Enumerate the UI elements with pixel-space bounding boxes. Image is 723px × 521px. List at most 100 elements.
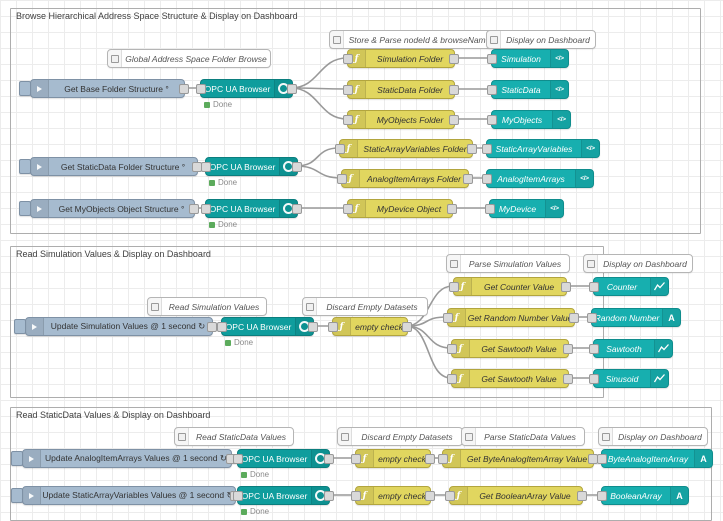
wire[interactable] [295, 165, 342, 179]
input-port[interactable] [587, 313, 597, 323]
input-port[interactable] [337, 174, 347, 184]
wire[interactable] [290, 57, 348, 89]
inject-node[interactable]: Update StaticArrayVariables Values @ 1 s… [11, 486, 240, 505]
input-port[interactable] [449, 282, 459, 292]
inject-button[interactable] [14, 319, 26, 334]
wire[interactable] [295, 147, 340, 167]
comment-node[interactable]: Global Address Space Folder Browse [107, 49, 271, 68]
wire[interactable] [405, 325, 452, 379]
output-port[interactable] [425, 491, 435, 501]
inject-node[interactable]: Get MyObjects Object Structure ° [19, 199, 199, 218]
ui-node[interactable]: MyObjects</> [487, 110, 571, 129]
output-port[interactable] [561, 282, 571, 292]
comment-node[interactable]: Parse Simulation Values [446, 254, 570, 273]
inject-button[interactable] [11, 451, 23, 466]
output-port[interactable] [577, 491, 587, 501]
flow-group[interactable]: Browse Hierarchical Address Space Struct… [10, 8, 701, 234]
input-port[interactable] [196, 84, 206, 94]
output-port[interactable] [308, 322, 318, 332]
input-port[interactable] [597, 454, 607, 464]
comment-node[interactable]: Store & Parse nodeId & browseName [329, 30, 496, 49]
wire[interactable] [290, 87, 348, 120]
ui-node[interactable]: Sawtooth [589, 339, 673, 358]
input-port[interactable] [589, 374, 599, 384]
output-port[interactable] [292, 162, 302, 172]
input-port[interactable] [328, 322, 338, 332]
output-port[interactable] [324, 491, 334, 501]
comment-node[interactable]: Display on Dashboard [583, 254, 693, 273]
ui-node[interactable]: MyDevice</> [485, 199, 564, 218]
input-port[interactable] [351, 454, 361, 464]
comment-node[interactable]: Read Simulation Values [147, 297, 267, 316]
input-port[interactable] [233, 454, 243, 464]
ui-node[interactable]: Counter [589, 277, 669, 296]
output-port[interactable] [189, 204, 199, 214]
output-port[interactable] [447, 204, 457, 214]
input-port[interactable] [438, 454, 448, 464]
output-port[interactable] [463, 174, 473, 184]
output-port[interactable] [563, 344, 573, 354]
output-port[interactable] [449, 54, 459, 64]
input-port[interactable] [487, 54, 497, 64]
ui-node[interactable]: StaticArrayVariables</> [482, 139, 600, 158]
comment-node[interactable]: Discard Empty Datasets [337, 427, 463, 446]
input-port[interactable] [447, 374, 457, 384]
output-port[interactable] [569, 313, 579, 323]
input-port[interactable] [482, 174, 492, 184]
output-port[interactable] [449, 115, 459, 125]
input-port[interactable] [201, 162, 211, 172]
inject-node[interactable]: Update Simulation Values @ 1 second ↻ [14, 317, 217, 336]
output-port[interactable] [467, 144, 477, 154]
output-port[interactable] [287, 84, 297, 94]
output-port[interactable] [179, 84, 189, 94]
output-port[interactable] [402, 322, 412, 332]
inject-node[interactable]: Get Base Folder Structure ° [19, 79, 189, 98]
inject-button[interactable] [19, 159, 31, 174]
comment-node[interactable]: Display on Dashboard [486, 30, 596, 49]
comment-node[interactable]: Display on Dashboard [598, 427, 708, 446]
input-port[interactable] [482, 144, 492, 154]
output-port[interactable] [563, 374, 573, 384]
ui-node[interactable]: Simulation</> [487, 49, 569, 68]
inject-node[interactable]: Update AnalogItemArrays Values @ 1 secon… [11, 449, 236, 468]
input-port[interactable] [201, 204, 211, 214]
inject-button[interactable] [19, 81, 31, 96]
input-port[interactable] [443, 313, 453, 323]
input-port[interactable] [485, 204, 495, 214]
inject-button[interactable] [11, 488, 23, 503]
input-port[interactable] [217, 322, 227, 332]
input-port[interactable] [447, 344, 457, 354]
output-port[interactable] [449, 85, 459, 95]
input-port[interactable] [343, 204, 353, 214]
ui-node[interactable]: StaticData</> [487, 80, 569, 99]
wire[interactable] [405, 325, 452, 349]
output-port[interactable] [207, 322, 217, 332]
input-port[interactable] [487, 85, 497, 95]
input-port[interactable] [351, 491, 361, 501]
input-port[interactable] [343, 85, 353, 95]
inject-button[interactable] [19, 201, 31, 216]
input-port[interactable] [445, 491, 455, 501]
inject-node[interactable]: Get StaticData Folder Structure ° [19, 157, 202, 176]
